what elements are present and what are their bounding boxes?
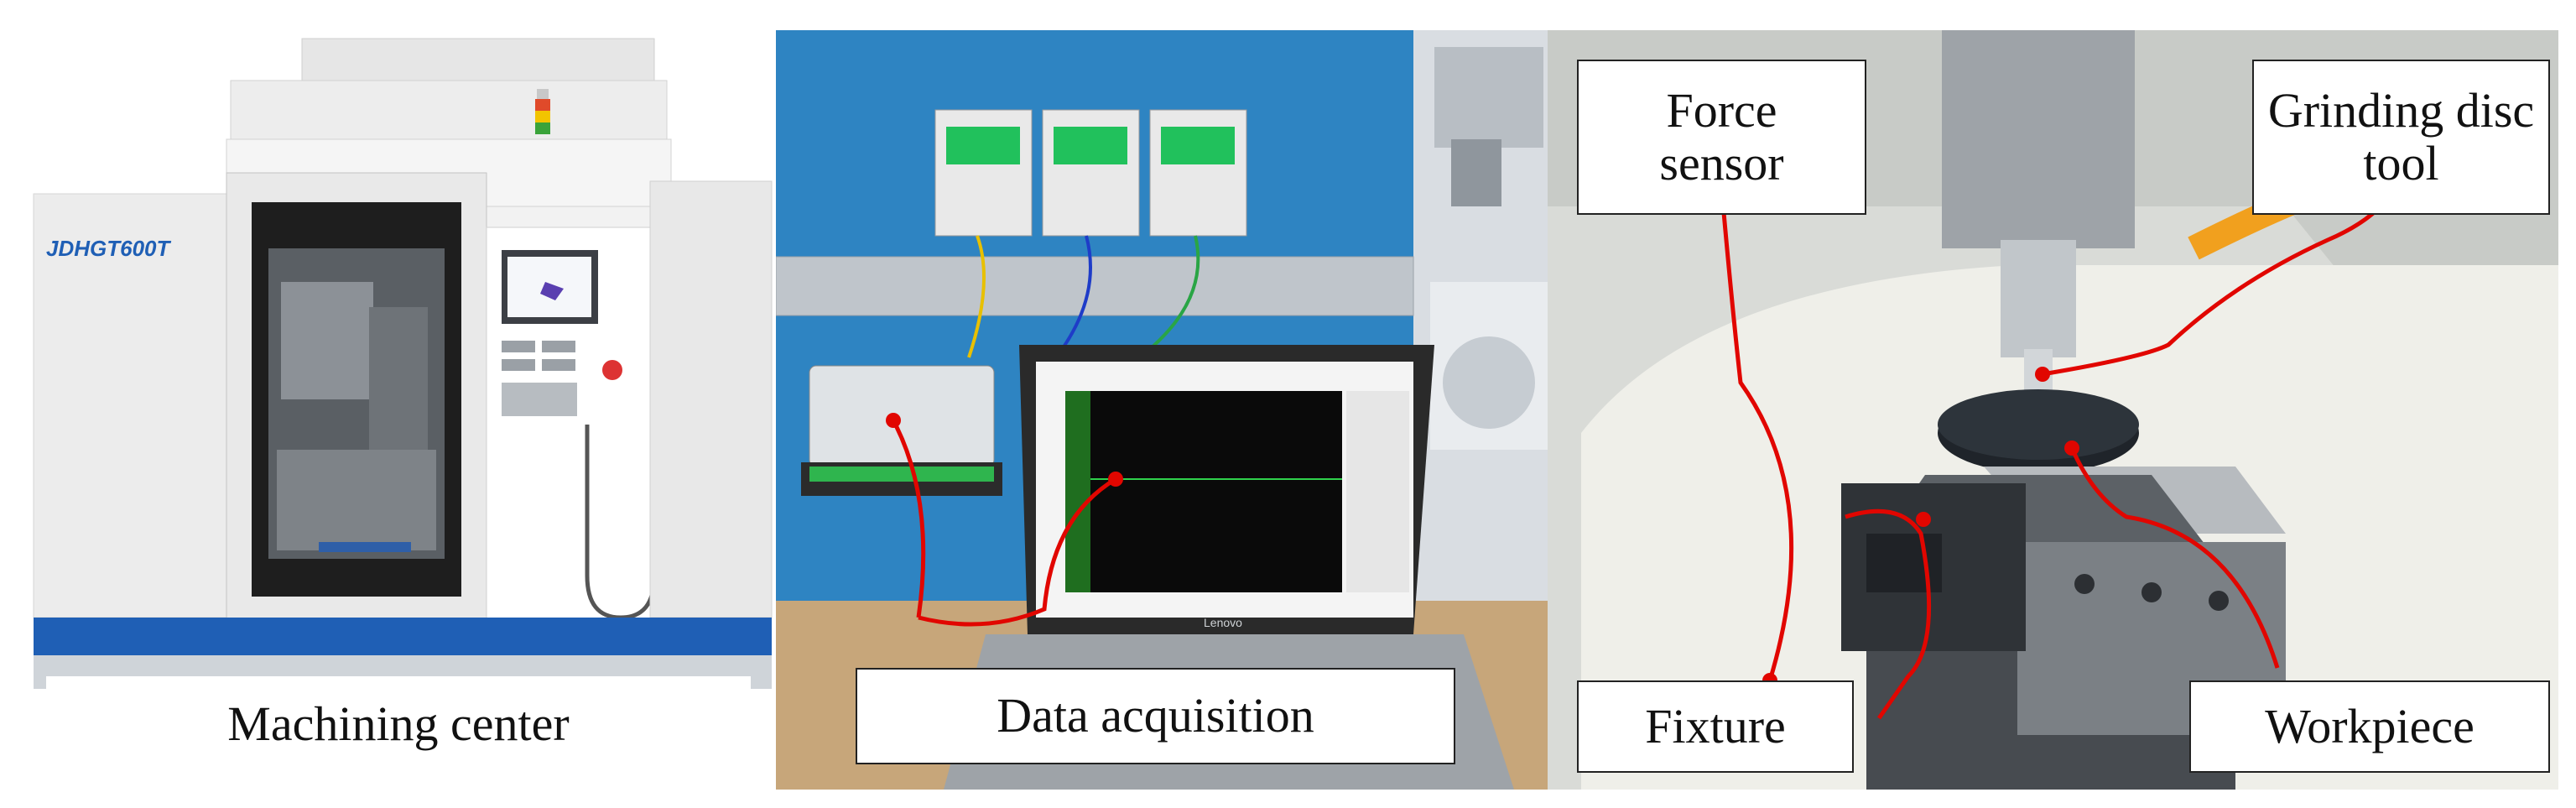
laptop-brand: Lenovo [1204,616,1242,629]
grinding-disc-tool-label: Grinding disc tool [2252,60,2550,215]
machine-badge: JDHGT600T [46,236,170,261]
workpiece-label: Workpiece [2189,680,2550,773]
data-acquisition-label: Data acquisition [856,668,1455,764]
machining-center-photo: JDHGT600T Machining center [0,30,776,790]
data-acquisition-photo: Lenovo Data acquisition [776,30,1548,790]
machining-center-label: Machining center [46,676,751,773]
grinding-setup-photo: Force sensor Grinding disc tool Fixture … [1548,30,2558,790]
force-sensor-label: Force sensor [1577,60,1866,215]
grinding-setup-scene [1548,30,2558,790]
fixture-label: Fixture [1577,680,1854,773]
